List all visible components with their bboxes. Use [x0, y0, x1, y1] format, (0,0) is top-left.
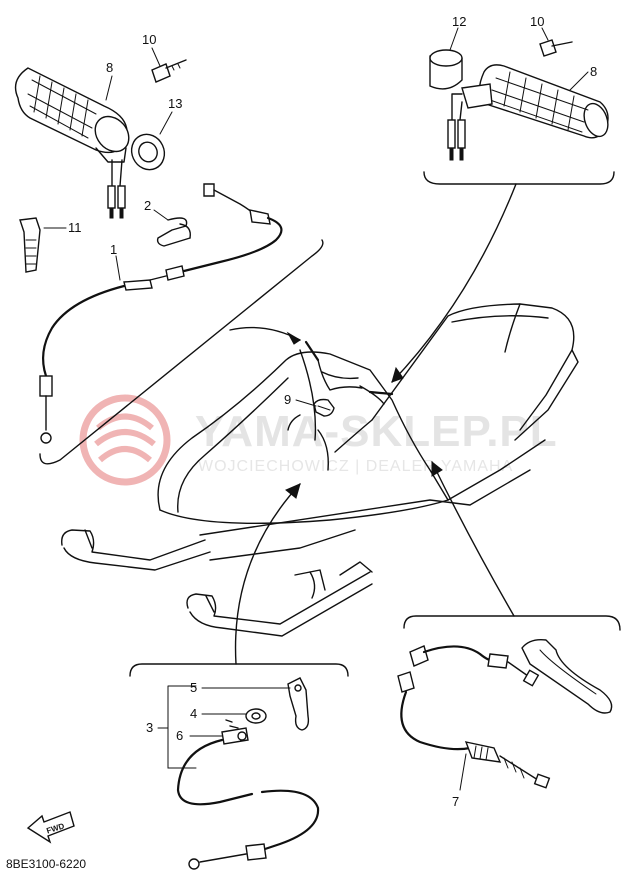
leader-8-left — [105, 75, 113, 101]
part-11-cable-tie-icon — [19, 217, 41, 273]
diagram-code: 8BE3100-6220 — [6, 857, 86, 871]
bottom-left-bracket — [129, 663, 349, 677]
leader-10-right — [541, 27, 549, 41]
bottom-right-arrow-icon — [431, 460, 443, 477]
part-8-right-grip-icon — [447, 64, 609, 161]
callout-10-left: 10 — [142, 32, 156, 47]
right-top-bracket — [423, 171, 615, 185]
part-6-choke-cable-icon — [176, 719, 320, 870]
callout-12: 12 — [452, 14, 466, 29]
leader-7 — [459, 753, 467, 791]
watermark-sub-text: WOJCIECHOWICZ | DEALER YAMAHA — [198, 458, 513, 475]
callout-7: 7 — [452, 794, 459, 809]
callout-13: 13 — [168, 96, 182, 111]
leader-13 — [159, 111, 173, 135]
left-panel-bracket — [39, 239, 324, 465]
part-2-clip-icon — [156, 217, 191, 247]
body-locator-marks — [287, 340, 394, 471]
part-7-brake-cable-icon — [397, 645, 551, 789]
bottom-left-pointer — [234, 483, 301, 665]
bottom-left-arrow-icon — [285, 483, 301, 499]
part-7-brake-lever-icon — [521, 638, 613, 714]
bracket-3 — [167, 685, 197, 769]
part-10-left-screw-icon — [151, 59, 187, 83]
part-8-left-grip-icon — [14, 67, 130, 219]
callout-10-right: 10 — [530, 14, 544, 29]
leader-12 — [449, 27, 459, 51]
part-9-clamp-icon — [313, 398, 335, 417]
bottom-right-bracket — [403, 615, 621, 631]
watermark-logo-icon — [79, 394, 171, 486]
leader-1 — [115, 255, 121, 281]
part-1-throttle-cable-icon — [39, 183, 283, 444]
callout-5: 5 — [190, 680, 197, 695]
callout-6: 6 — [176, 728, 183, 743]
leader-8-right — [569, 71, 589, 91]
bottom-right-pointer — [431, 461, 515, 617]
callout-4: 4 — [190, 706, 197, 721]
left-panel-arrow-icon — [286, 331, 301, 345]
callout-8-right: 8 — [590, 64, 597, 79]
part-5-lever-bracket-icon — [287, 677, 310, 731]
leader-2 — [153, 209, 169, 221]
snowmobile-body — [61, 303, 579, 637]
part-13-ring-icon — [130, 133, 166, 171]
callout-8-left: 8 — [106, 60, 113, 75]
leader-10-left — [151, 47, 161, 67]
callout-11: 11 — [68, 220, 82, 235]
callout-3: 3 — [146, 720, 153, 735]
part-10-right-screw-icon — [539, 39, 573, 57]
leader-9 — [295, 399, 317, 407]
callout-2: 2 — [144, 198, 151, 213]
fwd-direction-icon: FWD — [26, 811, 75, 844]
right-top-pointer — [391, 183, 517, 383]
right-top-arrow-icon — [391, 366, 404, 383]
part-4-nut-icon — [245, 708, 267, 724]
callout-1: 1 — [110, 242, 117, 257]
callout-9: 9 — [284, 392, 291, 407]
part-12-cap-icon — [429, 49, 463, 90]
